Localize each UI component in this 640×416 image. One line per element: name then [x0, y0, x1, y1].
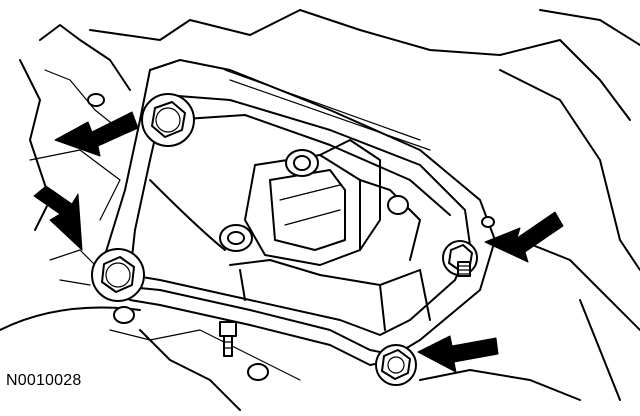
arrow-bottom-bolt — [417, 335, 499, 373]
bolt-upper-left — [141, 93, 195, 147]
bracket-holes — [87, 93, 495, 381]
bolt-lower-left — [91, 248, 145, 302]
bolt-bottom — [375, 344, 417, 386]
background-housing — [0, 9, 640, 411]
figure-id-label: N0010028 — [6, 372, 82, 389]
arrow-right-stud-nut — [484, 211, 564, 263]
stud-nut-right — [442, 240, 478, 277]
small-bolt-lower — [219, 321, 237, 357]
arrow-upper-left-bolt — [54, 111, 139, 157]
arrow-left-bolt — [33, 185, 83, 251]
